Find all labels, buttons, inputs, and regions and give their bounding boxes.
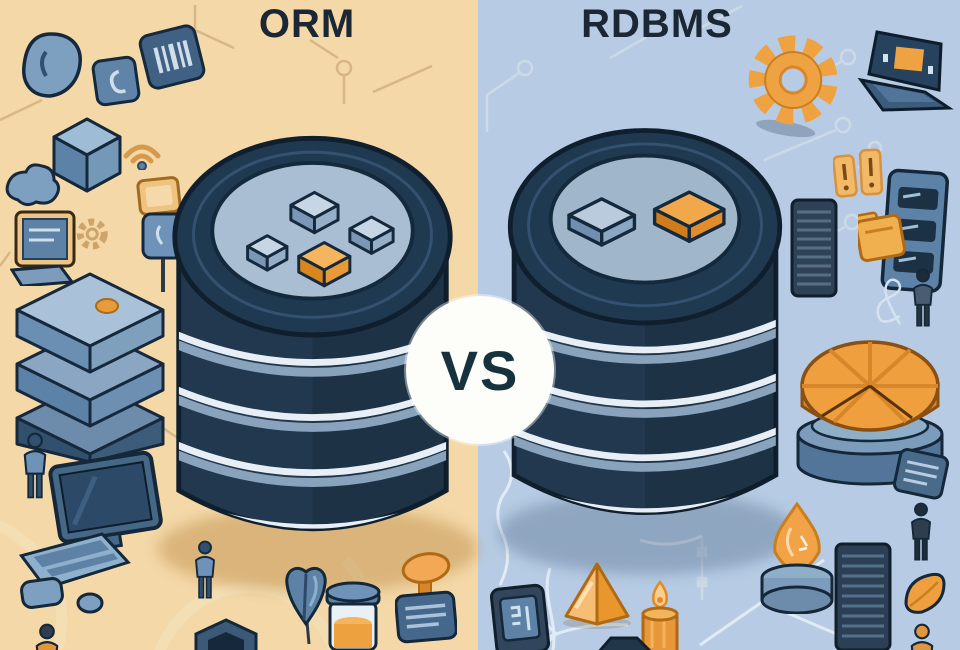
tag-icon [892, 448, 950, 500]
server-tower-icon [790, 198, 838, 298]
mouse-icon [76, 592, 104, 614]
alert-cards-icon [833, 148, 884, 198]
blue-cube [246, 234, 289, 272]
cube-box-icon [52, 117, 122, 193]
barcode-card-icon [138, 24, 206, 90]
person-icon [913, 268, 933, 327]
vs-label: VS [440, 338, 520, 402]
person-icon-3 [910, 623, 934, 650]
blue-cube [289, 190, 340, 235]
cloud-icon-2 [5, 163, 61, 207]
ampersand-doodle-icon [876, 278, 902, 325]
stack-top-surface [548, 153, 742, 285]
note-card-icon [136, 176, 182, 216]
person-icon [23, 432, 47, 499]
hex-nut-icon [194, 618, 258, 650]
meter-icon [489, 583, 551, 650]
desktop-computer-icon [48, 450, 163, 550]
rdbms-table-tiles [567, 190, 726, 247]
pyramid-icon [563, 562, 631, 629]
orange-cube [297, 241, 352, 288]
orm-title: ORM [258, 2, 356, 46]
jar-icon [325, 581, 381, 650]
wifi-icon [123, 144, 161, 170]
app-window-icon [91, 55, 141, 107]
lock-signpost-icon [395, 552, 457, 644]
hex-bolt-icon [598, 636, 652, 650]
gear-outline-icon [76, 218, 108, 250]
orange-tile [652, 190, 726, 243]
server-tower-icon-2 [834, 542, 892, 650]
laptop-icon [857, 30, 954, 112]
candle-icon [641, 580, 679, 650]
monitor-icon [10, 210, 76, 286]
leaf-icon [904, 572, 946, 614]
rdbms-title: RDBMS [581, 2, 733, 46]
person-icon-2 [911, 502, 931, 561]
blue-tile [567, 197, 637, 247]
rdbms-database-stack [507, 128, 783, 515]
cloud-icon [22, 32, 82, 98]
server-folder-icon [858, 168, 949, 293]
person-icon-3 [35, 623, 59, 650]
orm-object-cubes [246, 190, 395, 288]
blue-cube [348, 215, 395, 255]
mousepad-icon [20, 577, 64, 609]
pie-on-pedestal-icon [796, 340, 944, 486]
vs-badge: VS [406, 296, 554, 444]
